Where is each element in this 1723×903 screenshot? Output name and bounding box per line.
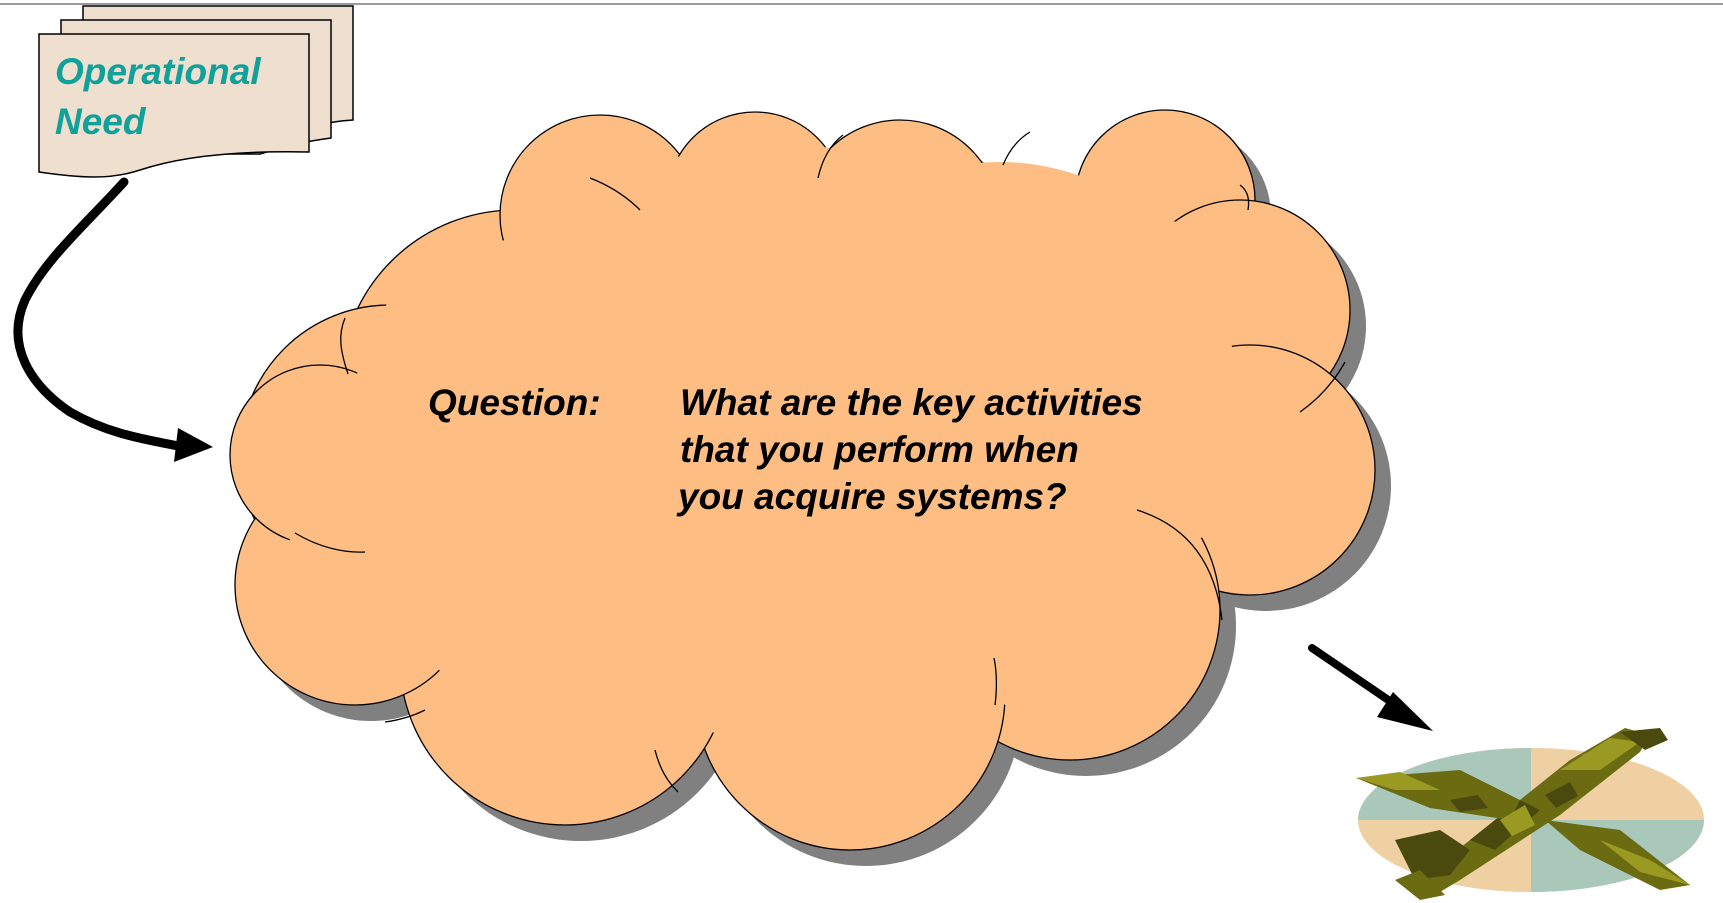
aircraft-icon (1356, 728, 1704, 900)
document-title-line1: Operational (55, 51, 261, 92)
question-line1: What are the key activities (680, 382, 1143, 423)
question-text-block: Question: What are the key activities th… (428, 382, 1143, 517)
document-stack-icon: Operational Need (38, 5, 354, 178)
document-title-line2: Need (55, 101, 147, 142)
question-line2: that you perform when (680, 429, 1079, 470)
straight-arrow-icon (1308, 644, 1433, 731)
curved-arrow-icon (13, 177, 213, 462)
question-label: Question: (428, 382, 601, 423)
question-line3: you acquire systems? (676, 476, 1067, 517)
cloud-shape (229, 109, 1376, 851)
